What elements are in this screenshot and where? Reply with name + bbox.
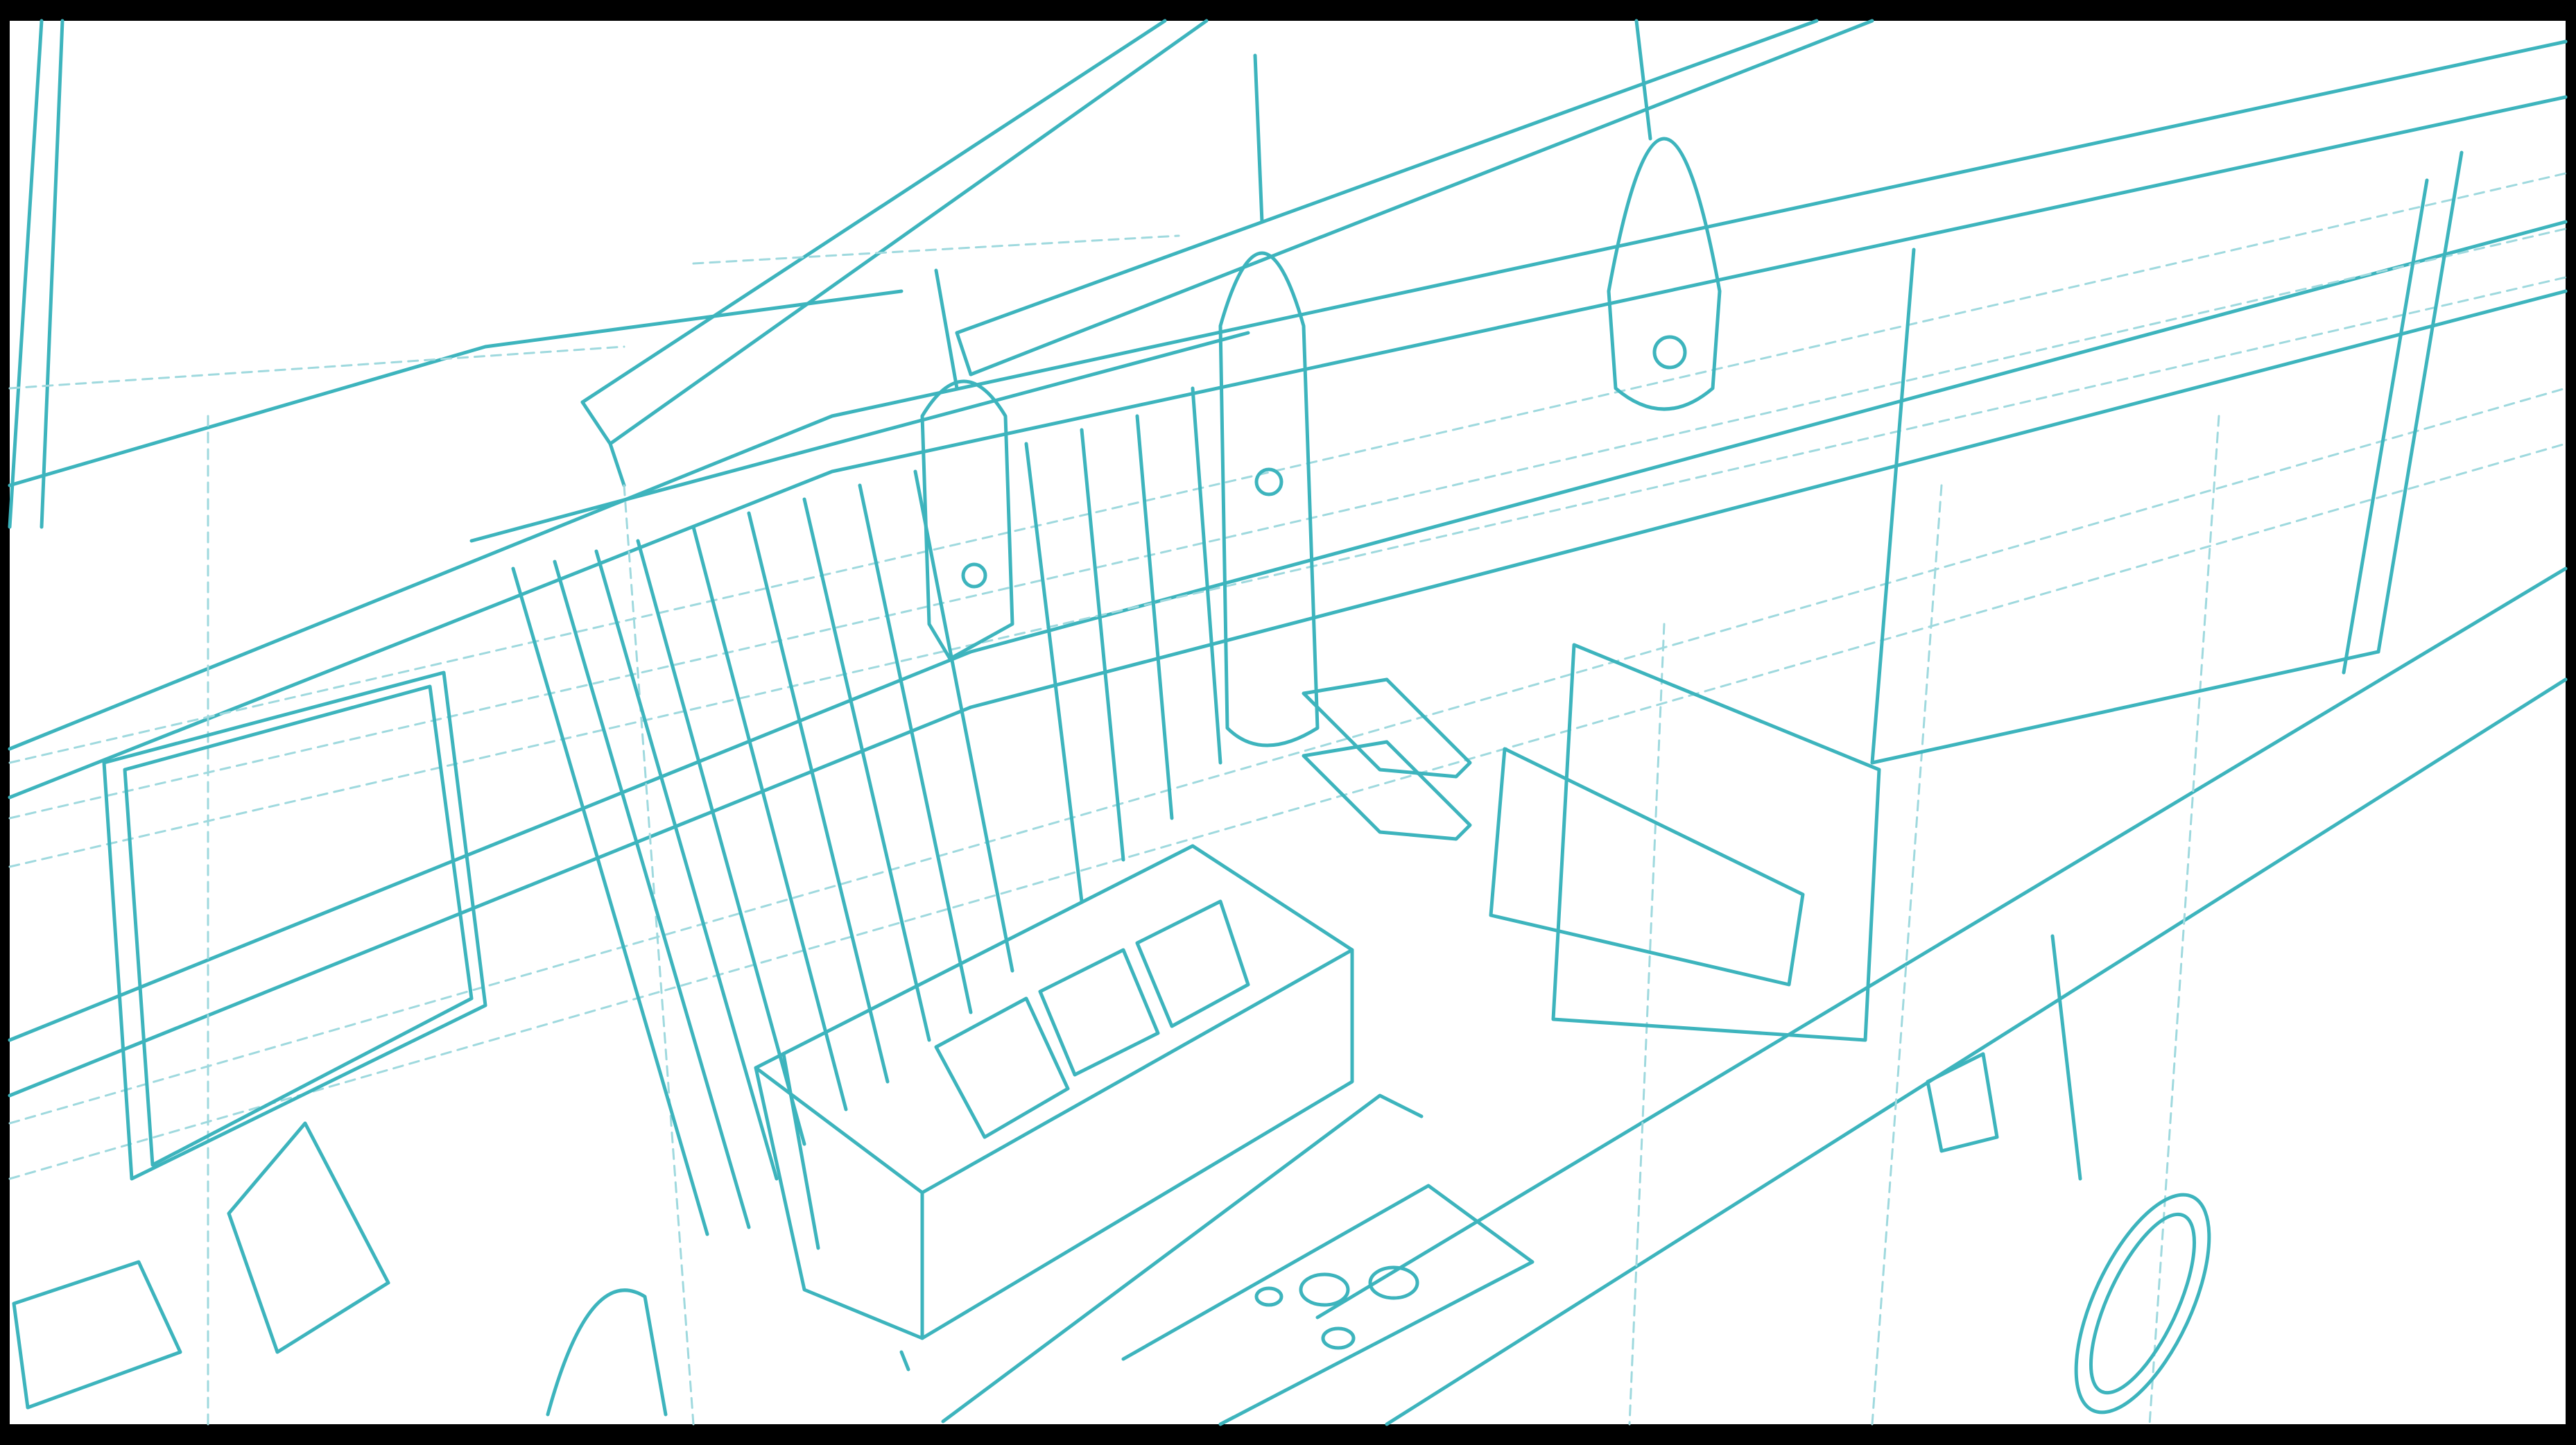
pendant-lamp-icon xyxy=(920,19,1722,747)
curtain-icon xyxy=(469,331,1250,1236)
tv-icon xyxy=(1489,643,1881,1042)
right-wall-lines xyxy=(1870,150,2464,1181)
coffee-table-icon xyxy=(941,1093,1535,1426)
wall-shelf-icon xyxy=(1302,677,1472,841)
sofa-icon xyxy=(754,844,1354,1372)
window-frame xyxy=(12,670,668,1417)
ceiling-beam-icon xyxy=(8,19,2568,1426)
mirror-icon xyxy=(2074,1193,2211,1414)
